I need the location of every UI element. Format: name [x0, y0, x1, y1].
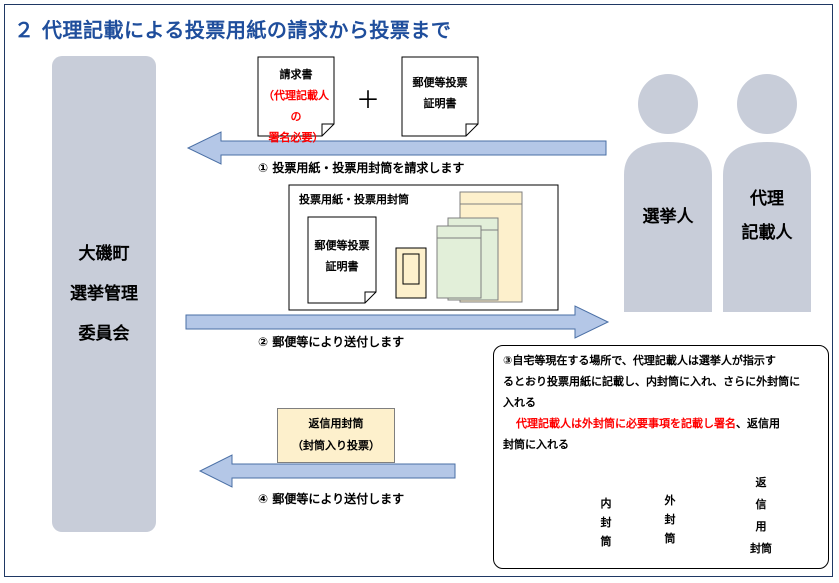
request-line1: 請求書 — [279, 68, 313, 81]
request-line3: 署名必要） — [268, 131, 324, 144]
request-document: 請求書 （代理記載人の 署名必要） — [258, 64, 334, 148]
package-cert-line2: 証明書 — [325, 260, 359, 273]
ret-c1: 返 — [755, 476, 767, 489]
proxy-line1: 代理 — [750, 189, 784, 209]
cert-line2: 証明書 — [423, 97, 457, 110]
certificate-document-icon — [401, 56, 479, 137]
return-envelope-small-label: 返 信 用 封筒 — [732, 472, 790, 560]
page-title: ２ 代理記載による投票用紙の請求から投票まで — [14, 18, 452, 42]
proxy-writer-label: 代理 記載人 — [723, 182, 811, 250]
cert-line1: 郵便等投票 — [412, 76, 468, 89]
ballot-paper-icon — [395, 247, 427, 299]
diagram-frame — [4, 4, 833, 577]
arrow-step4 — [198, 454, 456, 488]
return-envelope-box: 返信用封筒 （封筒入り投票） — [277, 408, 395, 463]
step3-line1: ③自宅等現在する場所で、代理記載人は選挙人が指示す — [503, 354, 776, 367]
election-committee: 大磯町 選挙管理 委員会 — [52, 56, 156, 532]
committee-line2: 選挙管理 — [70, 284, 138, 304]
proxy-line2: 記載人 — [741, 223, 793, 243]
step4-label: ④ 郵便等により送付します — [258, 492, 405, 506]
step3-line4: 代理記載人は外封筒に必要事項を記載し署名、返信用 — [516, 415, 780, 431]
committee-line1: 大磯町 — [78, 244, 130, 264]
step3-line3: 入れる — [503, 396, 536, 409]
package-cert-line1: 郵便等投票 — [314, 239, 370, 252]
package-certificate: 郵便等投票 証明書 — [308, 235, 376, 277]
request-document-icon — [257, 56, 335, 137]
ret-c2: 信 — [755, 498, 767, 511]
step3-note-box — [493, 345, 829, 569]
voter-figure — [624, 74, 712, 312]
ret-c3: 用 — [755, 520, 767, 533]
package-certificate-icon — [307, 216, 377, 304]
arrow-step2 — [185, 305, 610, 339]
step3-after-red: 、返信用 — [736, 417, 780, 430]
committee-line3: 委員会 — [78, 324, 130, 344]
arrow-step1 — [186, 131, 607, 165]
plus-sign: ＋ — [356, 86, 380, 114]
ret-c4: 封筒 — [750, 542, 772, 555]
step3-red-text: 代理記載人は外封筒に必要事項を記載し署名 — [516, 417, 736, 430]
return-env-line1: 返信用封筒 — [308, 417, 364, 430]
certificate-document: 郵便等投票 証明書 — [402, 72, 478, 114]
outer-c2: 封 — [664, 513, 676, 526]
proxy-writer-figure — [723, 74, 811, 312]
step1-label: ① 投票用紙・投票用封筒を請求します — [258, 161, 465, 175]
outer-envelope-label: 外 封 筒 — [648, 491, 692, 548]
return-env-line2: （封筒入り投票） — [292, 439, 380, 452]
request-line2: （代理記載人の — [263, 89, 329, 123]
step3-line5: 封筒に入れる — [503, 438, 569, 451]
package-title: 投票用紙・投票用封筒 — [299, 193, 409, 206]
step2-label: ② 郵便等により送付します — [258, 335, 405, 349]
inner-c1: 内 — [600, 497, 612, 510]
inner-envelope-label: 内 封 筒 — [586, 494, 626, 551]
inner-envelope-icon — [436, 225, 482, 299]
outer-c1: 外 — [664, 494, 676, 507]
inner-c3: 筒 — [600, 535, 612, 548]
step3-line2: るとおり投票用紙に記載し、内封筒に入れ、さらに外封筒に — [503, 375, 801, 388]
inner-c2: 封 — [600, 516, 612, 529]
outer-c3: 筒 — [664, 532, 676, 545]
voter-label: 選挙人 — [642, 207, 694, 227]
